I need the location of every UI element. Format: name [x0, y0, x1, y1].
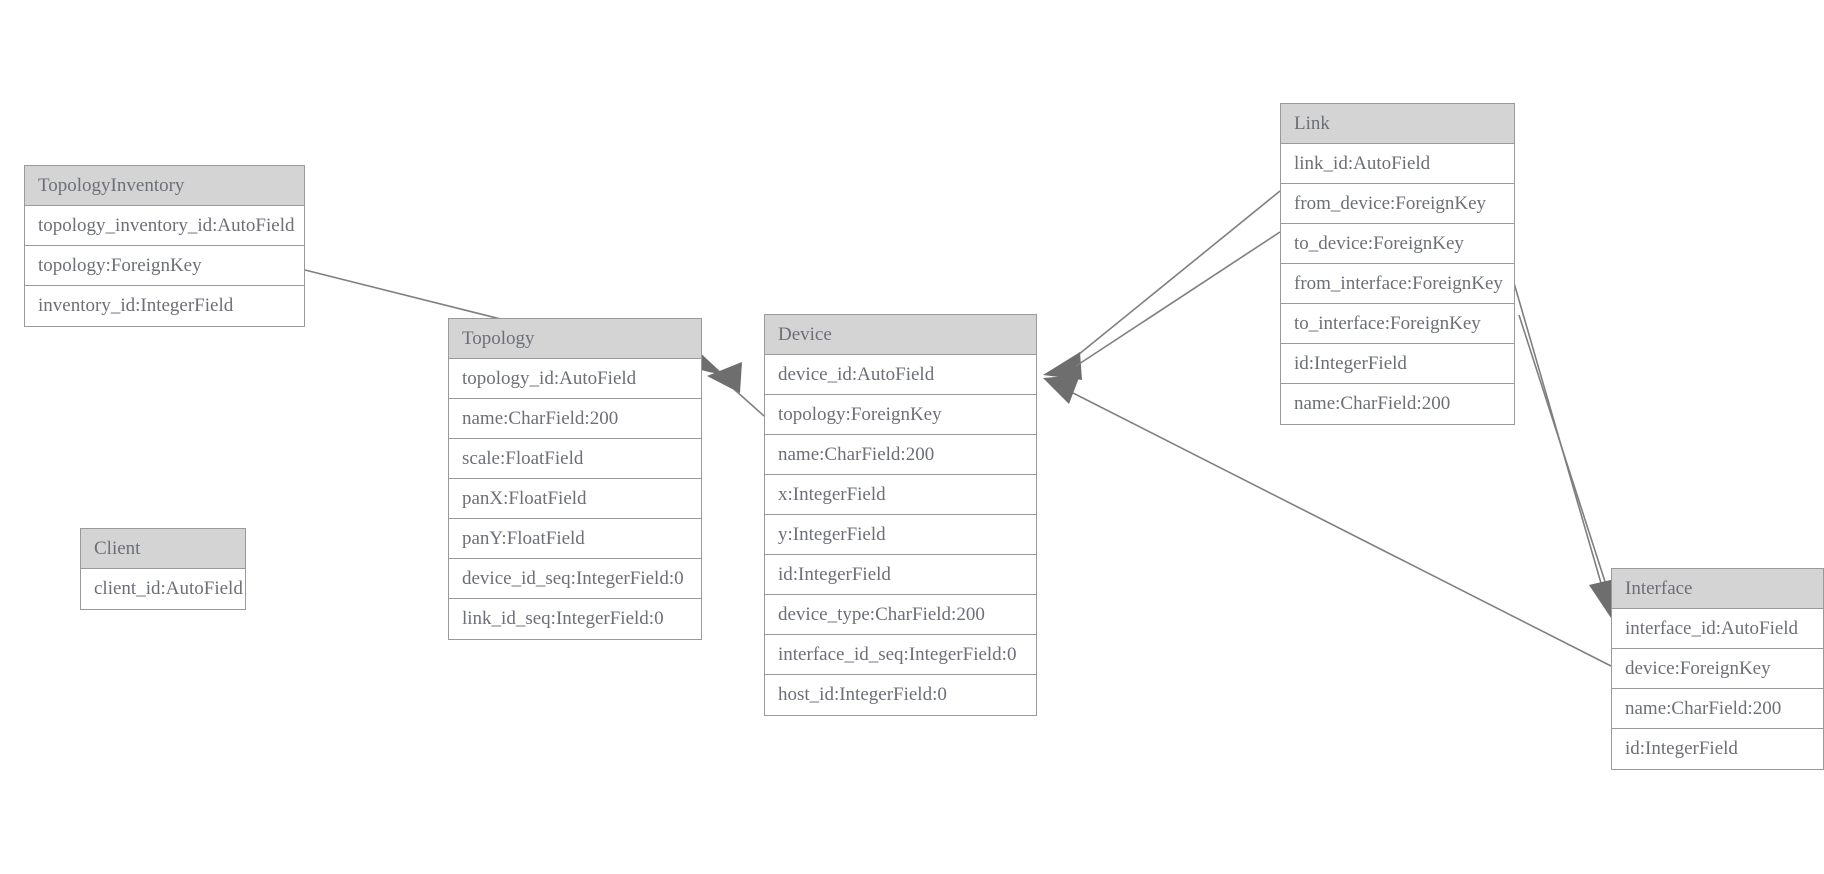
entity-field[interactable]: device_id_seq:IntegerField:0 [449, 559, 701, 599]
entity-title-interface: Interface [1612, 569, 1823, 609]
entity-fields-topologyinventory: topology_inventory_id:AutoField topology… [25, 206, 304, 326]
entity-field[interactable]: link_id:AutoField [1281, 144, 1514, 184]
entity-field[interactable]: from_interface:ForeignKey [1281, 264, 1514, 304]
entity-field[interactable]: id:IntegerField [1625, 738, 1738, 759]
entity-field[interactable]: panY:FloatField [449, 519, 701, 559]
entity-field[interactable]: to_interface:ForeignKey [1281, 304, 1514, 344]
entity-fields-link: link_id:AutoField from_device:ForeignKey… [1281, 144, 1514, 424]
entity-field[interactable]: from_device:ForeignKey [1281, 184, 1514, 224]
entity-field[interactable]: x:IntegerField [765, 475, 1036, 515]
entity-field[interactable]: topology_id:AutoField [449, 359, 701, 399]
entity-title-topologyinventory: TopologyInventory [25, 166, 304, 206]
entity-field[interactable]: device_type:CharField:200 [765, 595, 1036, 635]
entity-field[interactable]: device:ForeignKey [1612, 649, 1823, 689]
entity-title-link: Link [1281, 104, 1514, 144]
entity-field[interactable]: name:CharField:200 [1612, 689, 1823, 729]
entity-field[interactable]: topology:ForeignKey [765, 395, 1036, 435]
entity-fields-device: device_id:AutoField topology:ForeignKey … [765, 355, 1036, 715]
entity-link[interactable]: Link link_id:AutoField from_device:Forei… [1280, 103, 1515, 425]
entity-fields-interface: interface_id:AutoField device:ForeignKey… [1612, 609, 1823, 769]
entity-topology[interactable]: Topology topology_id:AutoField name:Char… [448, 318, 702, 640]
entity-field[interactable]: name:CharField:200 [1294, 393, 1451, 414]
entity-field[interactable]: name:CharField:200 [449, 399, 701, 439]
entity-field[interactable]: id:IntegerField [1281, 344, 1514, 384]
entity-field[interactable]: interface_id:AutoField [1612, 609, 1823, 649]
relation-link-interfaces [1511, 275, 1619, 621]
entity-field[interactable]: topology_inventory_id:AutoField [25, 206, 304, 246]
entity-field[interactable]: inventory_id:IntegerField [38, 295, 234, 316]
entity-field[interactable]: to_device:ForeignKey [1281, 224, 1514, 264]
entity-fields-topology: topology_id:AutoField name:CharField:200… [449, 359, 701, 639]
entity-client[interactable]: Client client_id:AutoField [80, 528, 246, 610]
entity-field[interactable]: link_id_seq:IntegerField:0 [462, 608, 664, 629]
entity-field[interactable]: scale:FloatField [449, 439, 701, 479]
entity-topologyinventory[interactable]: TopologyInventory topology_inventory_id:… [24, 165, 305, 327]
entity-field[interactable]: panX:FloatField [449, 479, 701, 519]
relation-link-to-device [1075, 231, 1281, 367]
entity-title-client: Client [81, 529, 245, 569]
relation-device-topology [707, 362, 765, 417]
entity-device[interactable]: Device device_id:AutoField topology:Fore… [764, 314, 1037, 716]
entity-field[interactable]: host_id:IntegerField:0 [778, 684, 947, 705]
entity-interface[interactable]: Interface interface_id:AutoField device:… [1611, 568, 1824, 770]
entity-title-device: Device [765, 315, 1036, 355]
entity-field[interactable]: y:IntegerField [765, 515, 1036, 555]
entity-field[interactable]: topology:ForeignKey [25, 246, 304, 286]
entity-field[interactable]: device_id:AutoField [765, 355, 1036, 395]
entity-title-topology: Topology [449, 319, 701, 359]
entity-field[interactable]: interface_id_seq:IntegerField:0 [765, 635, 1036, 675]
entity-field[interactable]: id:IntegerField [765, 555, 1036, 595]
relation-link-from-device [1043, 190, 1281, 380]
entity-fields-client: client_id:AutoField [81, 569, 245, 609]
entity-field[interactable]: name:CharField:200 [765, 435, 1036, 475]
entity-field[interactable]: client_id:AutoField [94, 578, 243, 599]
